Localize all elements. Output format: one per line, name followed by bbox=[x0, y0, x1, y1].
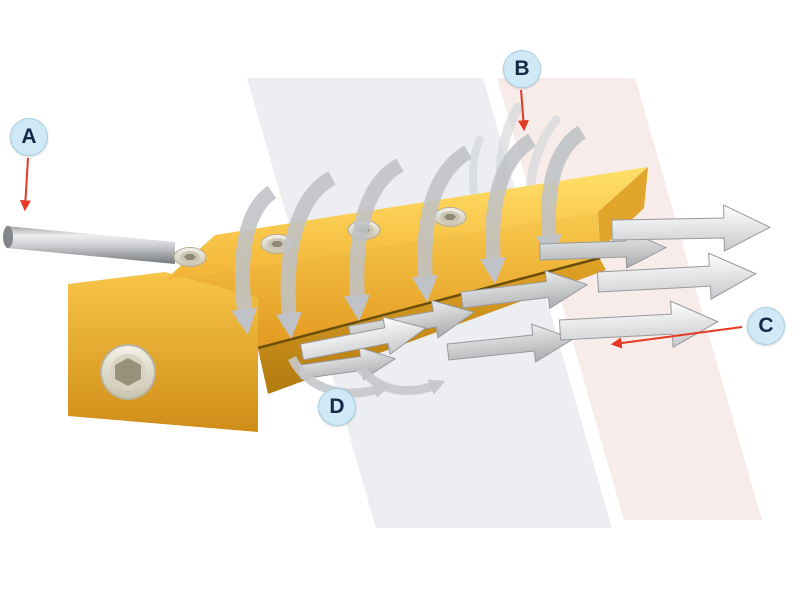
screw-icon bbox=[433, 207, 467, 227]
pointer-arrow-c bbox=[610, 326, 743, 349]
air-slot bbox=[257, 256, 601, 350]
screw-icon bbox=[173, 247, 207, 267]
entrained-air-arrows bbox=[231, 125, 587, 339]
inlet-tube bbox=[3, 226, 175, 264]
callout-label-b: B bbox=[503, 50, 541, 88]
body-right-end bbox=[598, 167, 648, 250]
callout-pointers bbox=[19, 89, 743, 349]
body-left-face bbox=[68, 272, 258, 432]
callout-label-a: A bbox=[10, 118, 48, 156]
screw-icon bbox=[260, 234, 294, 254]
pointer-arrow-a bbox=[19, 157, 31, 212]
callout-label-c: C bbox=[747, 307, 785, 345]
callout-label-d: D bbox=[318, 388, 356, 426]
pointer-arrow-b bbox=[517, 89, 529, 132]
hex-screw-icon bbox=[100, 344, 156, 400]
